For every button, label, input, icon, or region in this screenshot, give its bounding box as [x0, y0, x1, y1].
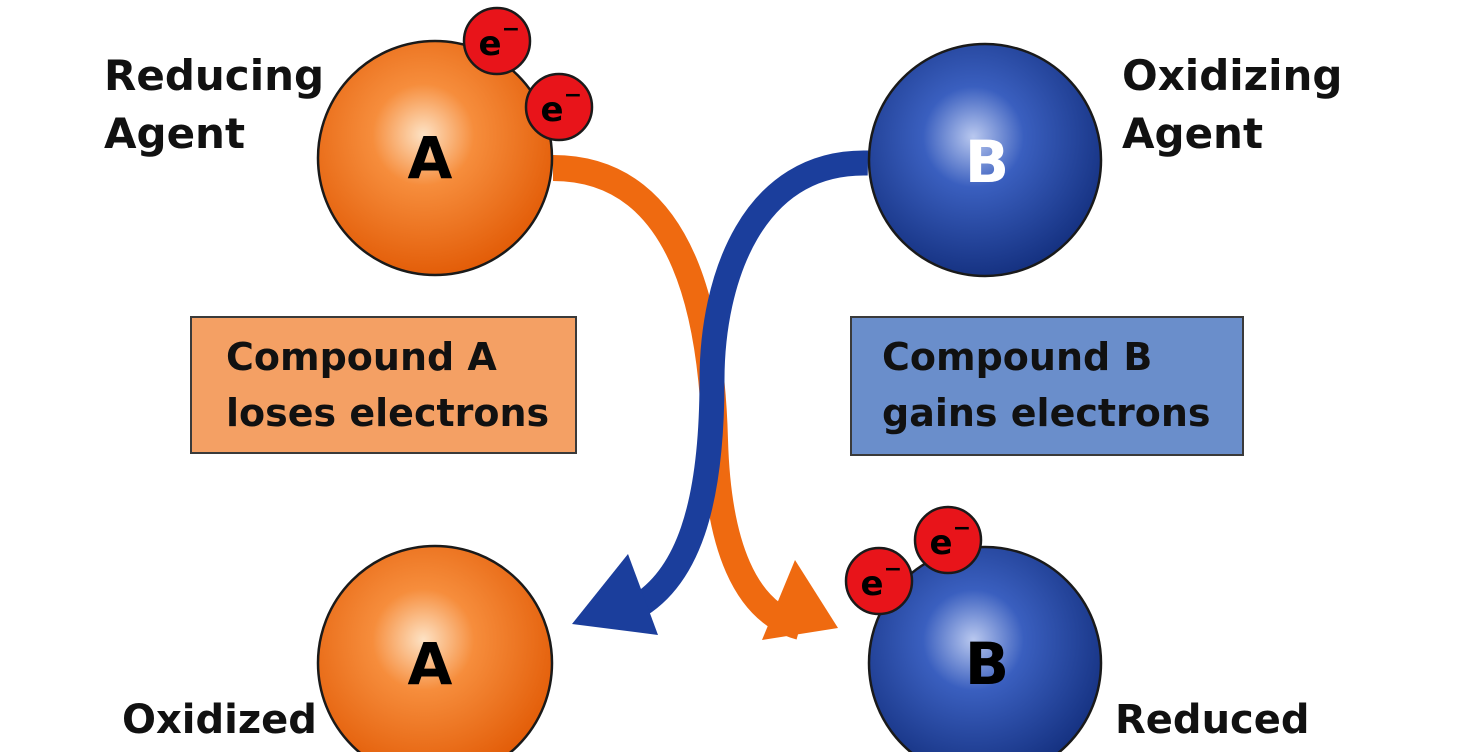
compound-b-description-box: Compound B gains electrons — [850, 316, 1244, 456]
svg-text:e: e — [929, 523, 952, 563]
reducing-agent-label-line2: Agent — [104, 109, 245, 158]
compound-b-box-line1: Compound B — [882, 335, 1152, 379]
svg-text:e: e — [860, 564, 883, 604]
electron-icon: e − — [524, 72, 594, 142]
oxidized-label: Oxidized — [122, 697, 317, 743]
compound-b-letter: B — [965, 128, 1009, 196]
svg-text:−: − — [502, 17, 520, 42]
svg-text:−: − — [953, 516, 971, 541]
svg-text:−: − — [564, 83, 582, 108]
compound-b-box-line2: gains electrons — [882, 391, 1211, 435]
compound-a-oxidized-sphere: A — [316, 544, 554, 752]
electron-transfer-arrow-a-to-b — [552, 155, 838, 640]
svg-text:−: − — [884, 557, 902, 582]
compound-a-letter: A — [408, 630, 453, 698]
svg-text:e: e — [478, 24, 501, 64]
electron-icon: e − — [844, 546, 914, 616]
oxidizing-agent-label-line1: Oxidizing — [1122, 51, 1342, 100]
svg-text:e: e — [540, 90, 563, 130]
compound-a-box-line1: Compound A — [226, 335, 497, 379]
reducing-agent-label-line1: Reducing — [104, 51, 324, 100]
compound-b-letter: B — [965, 630, 1009, 698]
compound-a-box-line2: loses electrons — [226, 391, 549, 435]
compound-b-oxidized-sphere: B — [867, 42, 1103, 278]
compound-a-description-box: Compound A loses electrons — [190, 316, 577, 454]
reduced-label: Reduced — [1115, 697, 1310, 743]
electron-transfer-arrow-b-to-a — [572, 150, 869, 635]
electron-icon: e − — [462, 6, 532, 76]
compound-b-reduced-sphere: B — [867, 545, 1103, 752]
compound-a-letter: A — [408, 124, 453, 192]
compound-a-reduced-sphere: A — [316, 39, 554, 277]
oxidizing-agent-label-line2: Agent — [1122, 109, 1263, 158]
electron-icon: e − — [913, 505, 983, 575]
